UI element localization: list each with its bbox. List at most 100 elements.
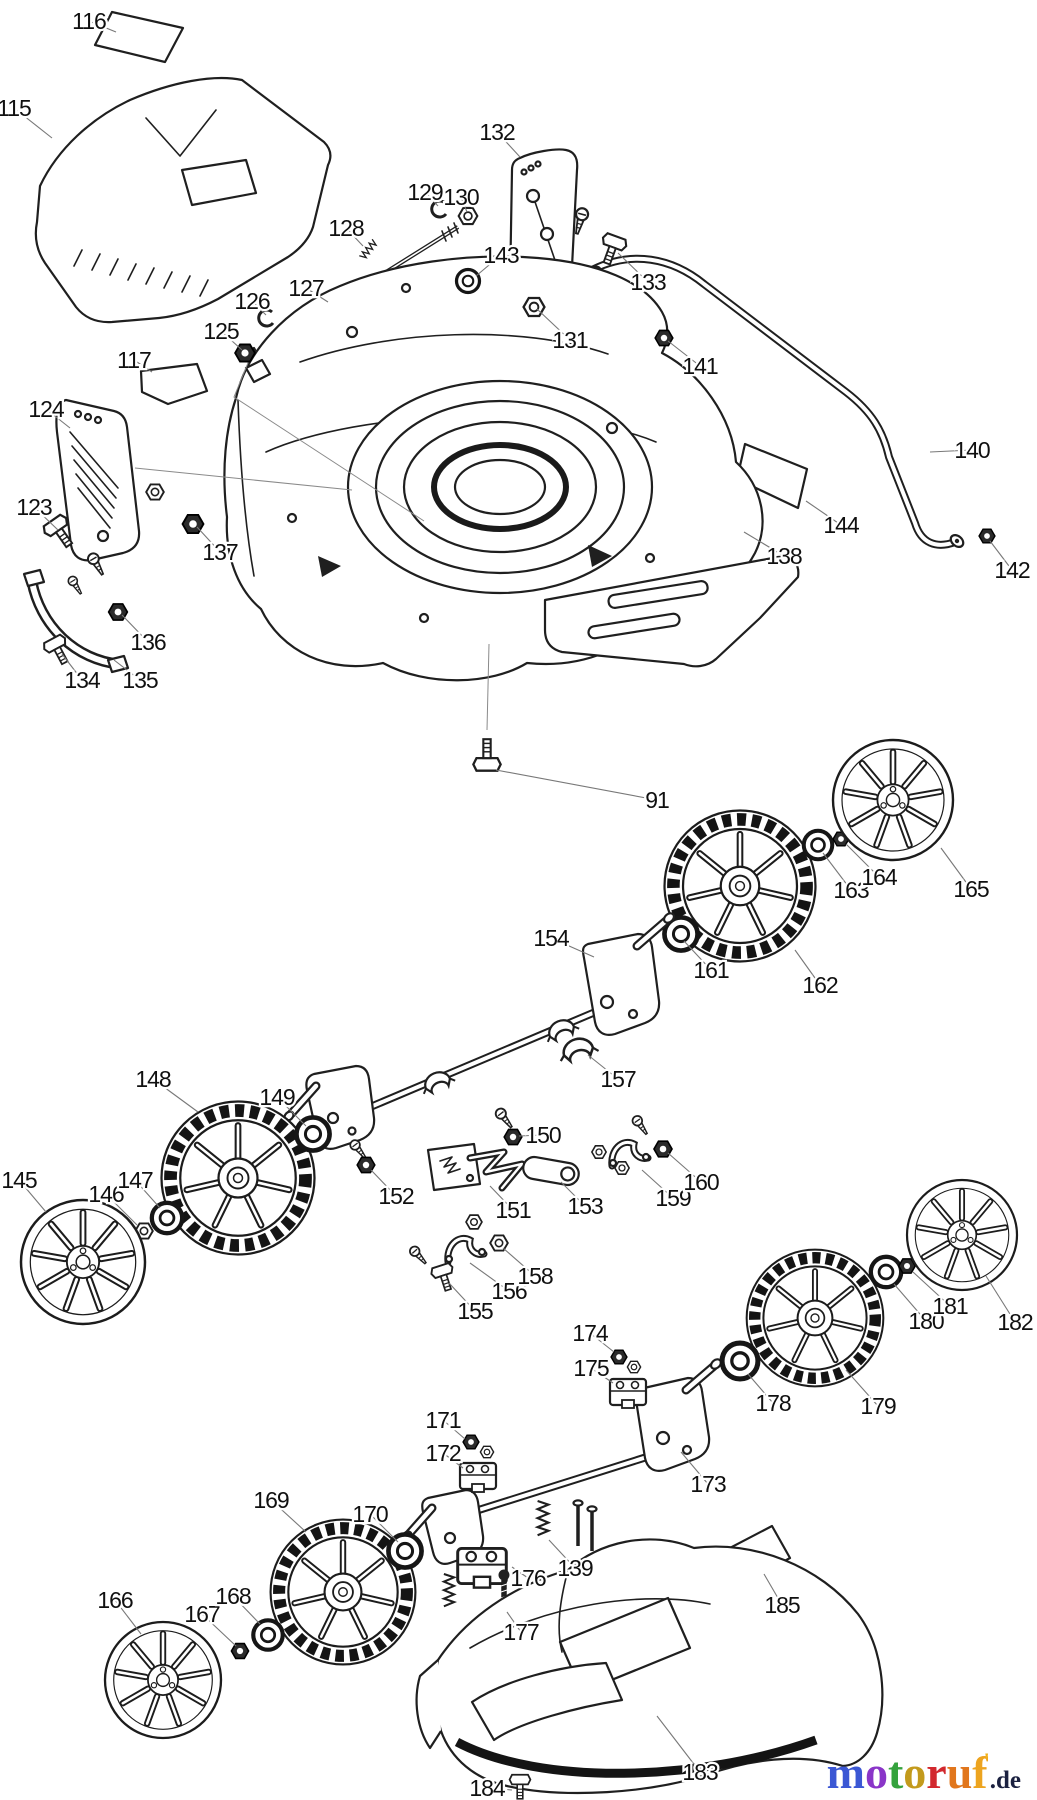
leader-142 (989, 540, 1013, 571)
screw-art (407, 1243, 430, 1268)
part-label-176: 176 (510, 1565, 546, 1591)
part-label-167: 167 (184, 1601, 220, 1627)
grip-153-art (522, 1155, 580, 1187)
nut-142-art (978, 528, 996, 544)
bearing-149-art (296, 1117, 329, 1150)
part-label-160: 160 (683, 1169, 719, 1195)
part-label-126: 126 (234, 288, 270, 314)
part-label-183: 183 (682, 1759, 718, 1785)
part-label-159: 159 (655, 1185, 691, 1211)
part-label-127: 127 (288, 275, 324, 301)
leader-162 (794, 949, 821, 986)
leader-185 (763, 1573, 783, 1606)
leader-124 (45, 408, 71, 429)
leader-128 (345, 227, 364, 247)
nut-art (614, 1161, 630, 1175)
part-label-156: 156 (491, 1278, 527, 1304)
part-label-172: 172 (425, 1440, 461, 1466)
front-axle-154-art (283, 912, 676, 1150)
chain-line-art (233, 357, 425, 522)
leader-131 (536, 308, 571, 341)
leader-143 (475, 254, 502, 277)
logo-letter-f: f (972, 1747, 988, 1798)
leader-158 (502, 1247, 536, 1277)
leader-137 (196, 526, 221, 553)
leader-147 (134, 1179, 161, 1209)
part-label-153: 153 (567, 1193, 603, 1219)
part-label-133: 133 (630, 269, 666, 295)
logo-letter-o: o (864, 1747, 888, 1798)
block-176-art (456, 1546, 508, 1590)
bolt-91-art (472, 738, 502, 772)
part-label-157: 157 (600, 1066, 636, 1092)
screw-art (629, 1113, 652, 1138)
part-label-149: 149 (259, 1084, 295, 1110)
leader-160 (667, 1152, 702, 1183)
wheel-179-art (747, 1250, 884, 1387)
leader-135 (113, 659, 141, 681)
part-label-130: 130 (443, 184, 479, 210)
logo-word: motoruf (827, 1747, 988, 1798)
part-label-123: 123 (16, 494, 52, 520)
nut-130-art (457, 206, 479, 226)
leader-166 (114, 1599, 142, 1635)
part-label-143: 143 (483, 242, 519, 268)
brand-logo[interactable]: motoruf'.de (827, 1750, 1021, 1796)
capnut-171-art (462, 1434, 480, 1450)
part-label-144: 144 (823, 512, 860, 538)
leader-171 (442, 1419, 466, 1440)
leader-177 (506, 1611, 522, 1633)
deck-138-art (223, 255, 800, 682)
leader-170 (369, 1513, 399, 1543)
leader-168 (232, 1595, 261, 1625)
nut-art (626, 1360, 642, 1374)
nut-art (479, 1445, 495, 1459)
bearing-163-art (804, 831, 833, 860)
leader-167 (201, 1613, 237, 1647)
part-label-175: 175 (573, 1355, 609, 1381)
nut-art (591, 1145, 607, 1159)
logo-suffix: .de (989, 1767, 1021, 1794)
part-label-124: 124 (28, 396, 65, 422)
leader-178 (747, 1373, 774, 1404)
bracket-156-art (444, 1235, 488, 1266)
leader-140 (929, 449, 973, 453)
part-label-129: 129 (407, 179, 443, 205)
part-label-169: 169 (253, 1487, 289, 1513)
leader-161 (683, 940, 712, 971)
leader-163 (822, 852, 852, 891)
part-label-158: 158 (517, 1263, 553, 1289)
leader-132 (496, 131, 521, 158)
part-label-132: 132 (479, 119, 515, 145)
spring-128-art (358, 238, 379, 261)
wheel-cap-145-art (21, 1200, 145, 1324)
adjuster-151-art (426, 1142, 526, 1192)
leader-125 (220, 330, 243, 351)
leader-117 (133, 359, 153, 373)
part-label-177: 177 (503, 1619, 539, 1645)
logo-letter-m: m (826, 1747, 865, 1798)
part-label-178: 178 (755, 1390, 791, 1416)
part-label-185: 185 (764, 1592, 800, 1618)
screw-150-art (492, 1105, 517, 1132)
part-label-140: 140 (954, 437, 990, 463)
logo-letter-t: t (887, 1747, 904, 1798)
part-label-146: 146 (88, 1181, 124, 1207)
logo-letter-u: u (946, 1747, 973, 1798)
leader-126 (251, 300, 267, 316)
leader-180 (893, 1283, 927, 1322)
part-label-168: 168 (215, 1583, 251, 1609)
leader-149 (276, 1096, 307, 1127)
long-screws-art (572, 1499, 598, 1551)
leader-146 (105, 1193, 138, 1226)
leader-115 (13, 107, 53, 139)
part-label-180: 180 (908, 1308, 944, 1334)
leader-134 (61, 653, 83, 681)
part-label-161: 161 (693, 957, 729, 983)
leader-lines (13, 20, 1016, 1791)
part-label-173: 173 (690, 1471, 726, 1497)
top-cover-115-art (34, 76, 332, 324)
nut-art (145, 483, 165, 501)
part-label-141: 141 (682, 353, 718, 379)
leader-116 (88, 20, 117, 33)
